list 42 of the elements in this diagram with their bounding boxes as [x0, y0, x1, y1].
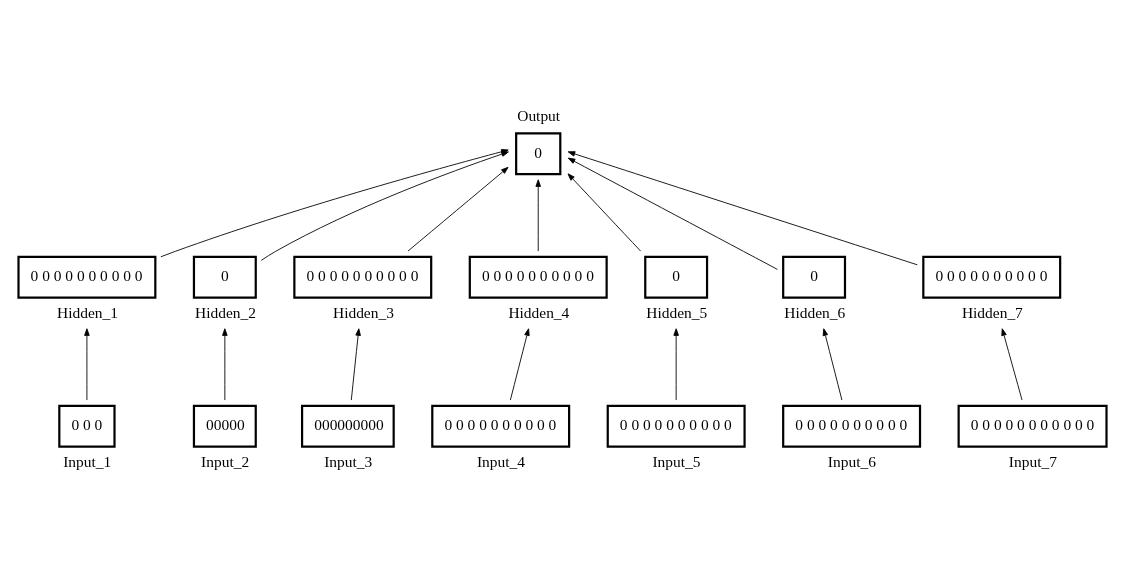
node-label: Hidden_4 — [508, 303, 570, 321]
arrow — [567, 173, 642, 252]
node-box: 0 0 0 — [58, 404, 116, 448]
arrow — [222, 328, 228, 401]
node-box: 0 — [644, 255, 709, 299]
node-box: 00000 — [192, 404, 257, 448]
arrow — [84, 328, 90, 401]
node-label: Hidden_7 — [961, 303, 1023, 321]
arrow — [509, 328, 530, 401]
arrow — [535, 179, 541, 252]
node-label: Hidden_6 — [784, 303, 846, 321]
node-box: 0 0 0 0 0 0 0 0 0 0 — [17, 255, 157, 299]
node-label: Input_7 — [1008, 452, 1057, 470]
node-label: Input_3 — [324, 452, 373, 470]
node-label: Hidden_3 — [332, 303, 394, 321]
node-box: 0 — [782, 255, 847, 299]
arrow — [567, 157, 778, 270]
node-box: 0 0 0 0 0 0 0 0 0 0 — [468, 255, 608, 299]
node-box: 0 — [192, 255, 257, 299]
node-label: Hidden_1 — [57, 303, 119, 321]
node-label: Input_4 — [476, 452, 526, 470]
node-box: 0 — [515, 132, 562, 176]
node-label: Input_5 — [652, 452, 701, 470]
arrow — [822, 328, 843, 401]
node-label: Input_2 — [201, 452, 250, 470]
arrow — [407, 166, 509, 252]
node-label: Input_6 — [827, 452, 876, 470]
node-label: Output — [517, 107, 561, 125]
node-box: 0 0 0 0 0 0 0 0 0 0 — [293, 255, 433, 299]
arrow — [567, 151, 918, 266]
node-box: 0 0 0 0 0 0 0 0 0 0 — [922, 255, 1062, 299]
node-label: Hidden_5 — [646, 303, 708, 321]
arrow — [673, 328, 679, 401]
arrow — [1001, 328, 1023, 401]
node-label: Hidden_2 — [195, 303, 256, 321]
node-box: 0 0 0 0 0 0 0 0 0 0 0 — [957, 404, 1108, 448]
node-box: 0 0 0 0 0 0 0 0 0 0 — [782, 404, 922, 448]
arrow — [350, 328, 361, 401]
node-box: 0 0 0 0 0 0 0 0 0 0 — [606, 404, 746, 448]
node-box: 000000000 — [301, 404, 395, 448]
node-box: 0 0 0 0 0 0 0 0 0 0 — [431, 404, 571, 448]
node-label: Input_1 — [63, 452, 112, 470]
